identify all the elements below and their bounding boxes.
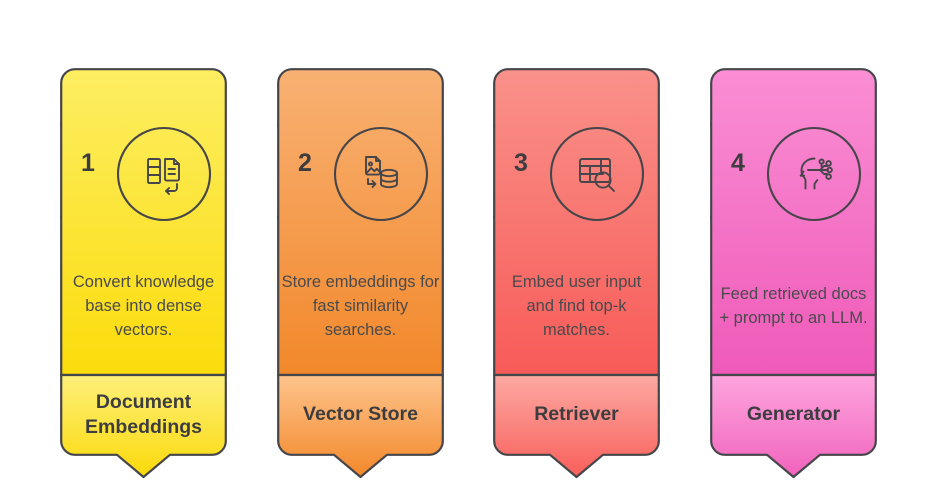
ai-brain-head-icon-badge: [766, 126, 862, 222]
step-description-2: Store embeddings for fast similarity sea…: [281, 272, 440, 339]
step-title-4: Generator: [746, 403, 841, 425]
step-banner-3: [493, 68, 660, 479]
table-search-icon-badge: [549, 126, 645, 222]
step-title-3: Retriever: [534, 403, 619, 425]
step-title-2: Vector Store: [303, 403, 418, 425]
step-number-2: 2: [298, 148, 312, 177]
step-description-4: Feed retrieved docs + prompt to an LLM.: [719, 284, 868, 327]
step-banner-2: [277, 68, 444, 479]
image-to-database-icon-badge: [333, 126, 429, 222]
step-banner-1: [60, 68, 227, 479]
step-number-4: 4: [731, 148, 745, 177]
document-embeddings-icon-badge: [116, 126, 212, 222]
step-number-3: 3: [514, 148, 528, 177]
step-banner-4: [710, 68, 877, 479]
step-title-1: Document Embeddings: [84, 390, 202, 438]
step-description-1: Convert knowledge base into dense vector…: [72, 272, 215, 339]
step-number-1: 1: [81, 148, 95, 177]
step-description-3: Embed user input and find top-k matches.: [511, 272, 642, 339]
